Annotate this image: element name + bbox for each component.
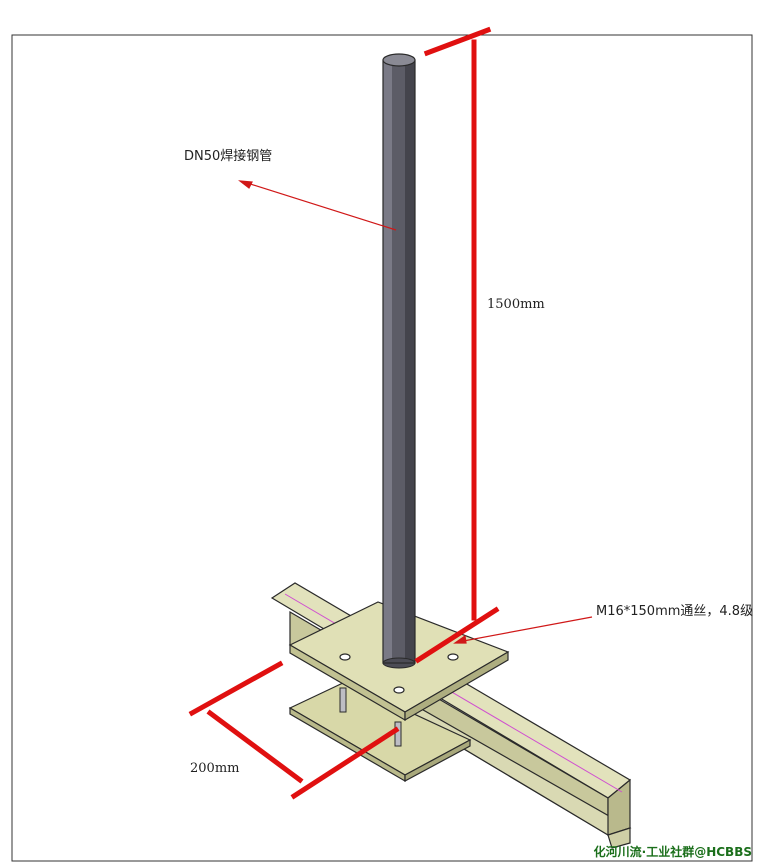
bolt-hole [447, 653, 459, 661]
bolt-hole [393, 686, 405, 694]
height-dimension [414, 26, 500, 664]
lower-plate [288, 681, 472, 783]
bolt-leader [453, 616, 593, 644]
height-label: 1500mm [487, 297, 545, 312]
bolt-hole [339, 653, 351, 661]
watermark-text: 化河川流·工业社群@HCBBS [593, 845, 752, 859]
width-dimension [188, 660, 400, 800]
bolt-label: M16*150mm通丝，4.8级 [596, 604, 754, 619]
pipe-top [382, 53, 416, 67]
pipe-label: DN50焊接钢管 [184, 149, 273, 164]
drawing-frame [11, 34, 753, 862]
steel-pipe [382, 53, 416, 669]
pipe-leader [238, 180, 397, 231]
width-label: 200mm [190, 761, 240, 776]
